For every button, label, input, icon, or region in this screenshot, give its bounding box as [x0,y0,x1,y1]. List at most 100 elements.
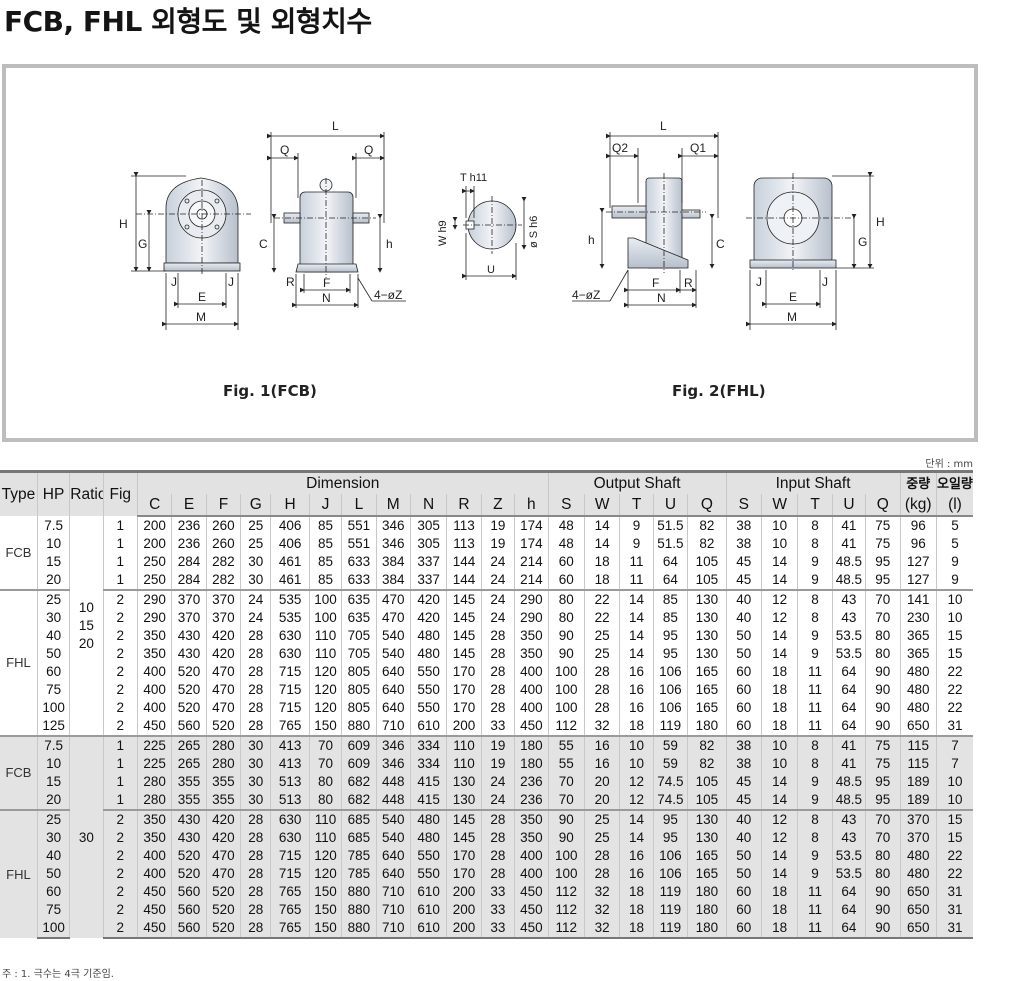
value-cell: 30 [240,571,271,590]
value-cell: 630 [270,809,310,829]
value-cell: 880 [341,717,377,736]
value-cell: 640 [375,663,411,681]
value-cell: 90 [547,645,585,663]
value-cell: 80 [865,865,901,883]
value-cell: 8 [797,809,833,829]
value-cell: 400 [514,663,549,681]
value-cell: 400 [136,663,172,681]
value-cell: 16 [583,735,620,755]
value-cell: 520 [205,901,241,919]
value-cell: 31 [935,919,973,939]
hp-cell: 100 [36,699,70,717]
value-cell: 70 [865,589,901,609]
value-cell: 384 [375,571,411,590]
col-fig: Fig [102,470,138,516]
value-cell: 28 [240,883,271,901]
fig-cell: 1 [102,571,138,590]
value-cell: 25 [583,645,620,663]
value-cell: 10 [935,609,973,627]
value-cell: 165 [687,681,727,699]
value-cell: 24 [480,553,515,571]
value-cell: 170 [446,699,482,717]
value-cell: 16 [619,865,654,883]
fig2-label-z: 4−øZ [572,288,600,302]
value-cell: 450 [136,883,172,901]
value-cell: 420 [409,609,447,627]
value-cell: 38 [725,735,762,755]
value-cell: 265 [171,755,207,773]
value-cell: 75 [865,735,901,755]
fig2-label-g: G [858,235,867,249]
value-cell: 480 [899,847,937,865]
fig1-front-view [131,172,251,330]
value-cell: 28 [240,829,271,847]
value-cell: 150 [308,919,342,939]
value-cell: 18 [760,681,798,699]
value-cell: 31 [935,883,973,901]
value-cell: 420 [205,829,241,847]
value-cell: 346 [375,755,411,773]
value-cell: 80 [865,627,901,645]
value-cell: 15 [935,809,973,829]
value-cell: 630 [270,645,310,663]
value-cell: 8 [797,609,833,627]
sub-header-cell: L [341,494,377,517]
value-cell: 682 [341,773,377,791]
hp-cell: 15 [36,773,70,791]
value-cell: 8 [797,516,833,535]
value-cell: 540 [375,829,411,847]
value-cell: 640 [375,865,411,883]
value-cell: 95 [652,627,688,645]
value-cell: 420 [409,589,447,609]
value-cell: 82 [687,516,727,535]
value-cell: 145 [446,645,482,663]
value-cell: 9 [797,571,833,590]
value-cell: 19 [480,755,515,773]
value-cell: 10 [619,755,654,773]
fig1-label-h: H [119,217,128,231]
col-group-output-shaft: Output Shaft [547,470,727,494]
value-cell: 53.5 [831,627,866,645]
value-cell: 705 [341,645,377,663]
value-cell: 448 [375,791,411,810]
value-cell: 59 [652,735,688,755]
value-cell: 400 [514,699,549,717]
value-cell: 9 [797,865,833,883]
sub-header-cell: W [583,494,620,517]
value-cell: 14 [619,609,654,627]
value-cell: 450 [136,919,172,939]
value-cell: 80 [547,589,585,609]
value-cell: 9 [797,627,833,645]
value-cell: 551 [341,516,377,535]
value-cell: 90 [865,919,901,939]
value-cell: 400 [136,681,172,699]
value-cell: 33 [480,717,515,736]
fig1-label-n: N [322,291,331,305]
fig2-front-view [746,172,874,330]
value-cell: 280 [205,735,241,755]
fig1-side-view [267,132,406,308]
value-cell: 609 [341,755,377,773]
value-cell: 48 [547,516,585,535]
value-cell: 290 [136,609,172,627]
value-cell: 127 [899,571,937,590]
value-cell: 400 [514,847,549,865]
fig-cell: 1 [102,773,138,791]
value-cell: 18 [760,663,798,681]
value-cell: 22 [935,663,973,681]
hp-cell: 20 [36,791,70,810]
value-cell: 406 [270,516,310,535]
value-cell: 24 [240,609,271,627]
value-cell: 450 [514,901,549,919]
value-cell: 82 [687,755,727,773]
value-cell: 710 [375,883,411,901]
value-cell: 100 [547,663,585,681]
fig-cell: 1 [102,791,138,810]
fig2-side-view [572,132,719,308]
